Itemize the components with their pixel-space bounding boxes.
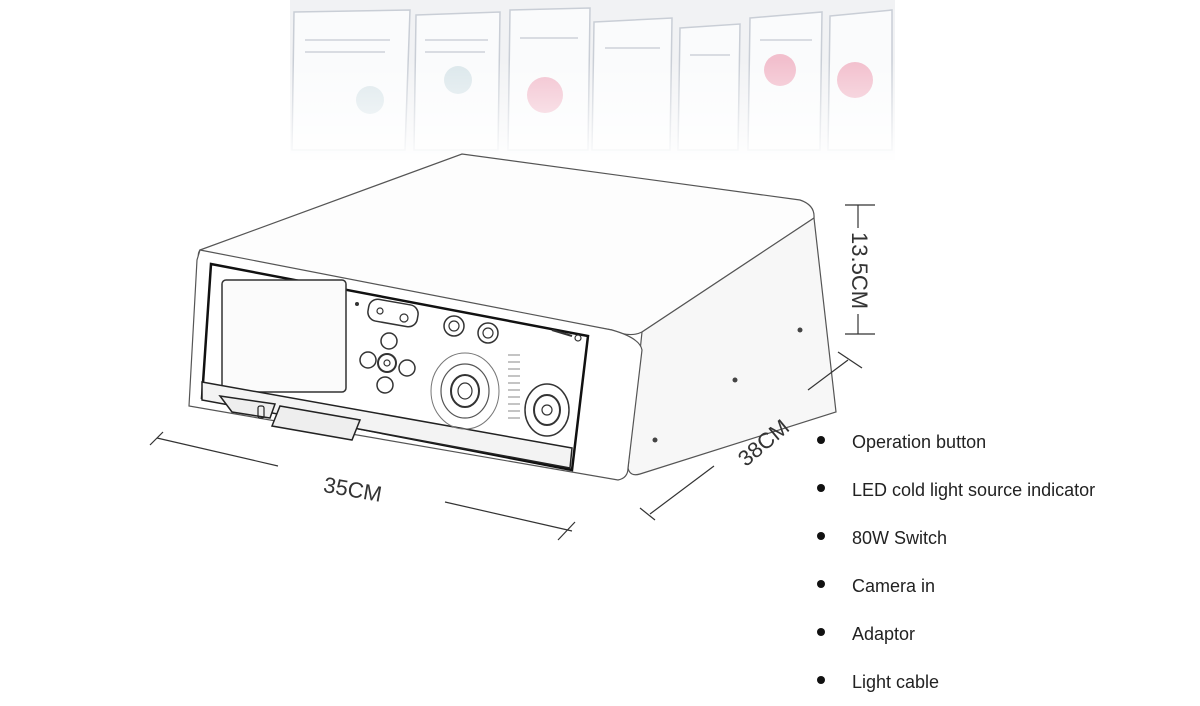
feature-label: Camera in [852, 575, 936, 596]
feature-label: 80W Switch [852, 527, 948, 548]
bullet-icon [817, 676, 825, 684]
bullet-icon [817, 580, 825, 588]
feature-item: Light cable [817, 658, 1095, 706]
dimension-lines [149, 204, 875, 541]
feature-label: LED cold light source indicator [852, 479, 1096, 500]
bullet-icon [817, 628, 825, 636]
bullet-icon [817, 532, 825, 540]
feature-item: 80W Switch [817, 514, 1095, 562]
feature-item: Camera in [817, 562, 1095, 610]
feature-list: Operation button LED cold light source i… [817, 418, 1095, 706]
device-illustration [188, 153, 837, 481]
feature-item: LED cold light source indicator [817, 466, 1095, 514]
feature-label: Operation button [852, 431, 987, 452]
bullet-icon [817, 484, 825, 492]
feature-item: Operation button [817, 418, 1095, 466]
bullet-icon [817, 436, 825, 444]
feature-item: Adaptor [817, 610, 1095, 658]
height-dimension-label: 13.5CM [847, 232, 872, 310]
certificates-strip [288, 0, 898, 165]
feature-label: Light cable [852, 671, 940, 692]
feature-label: Adaptor [852, 623, 916, 644]
